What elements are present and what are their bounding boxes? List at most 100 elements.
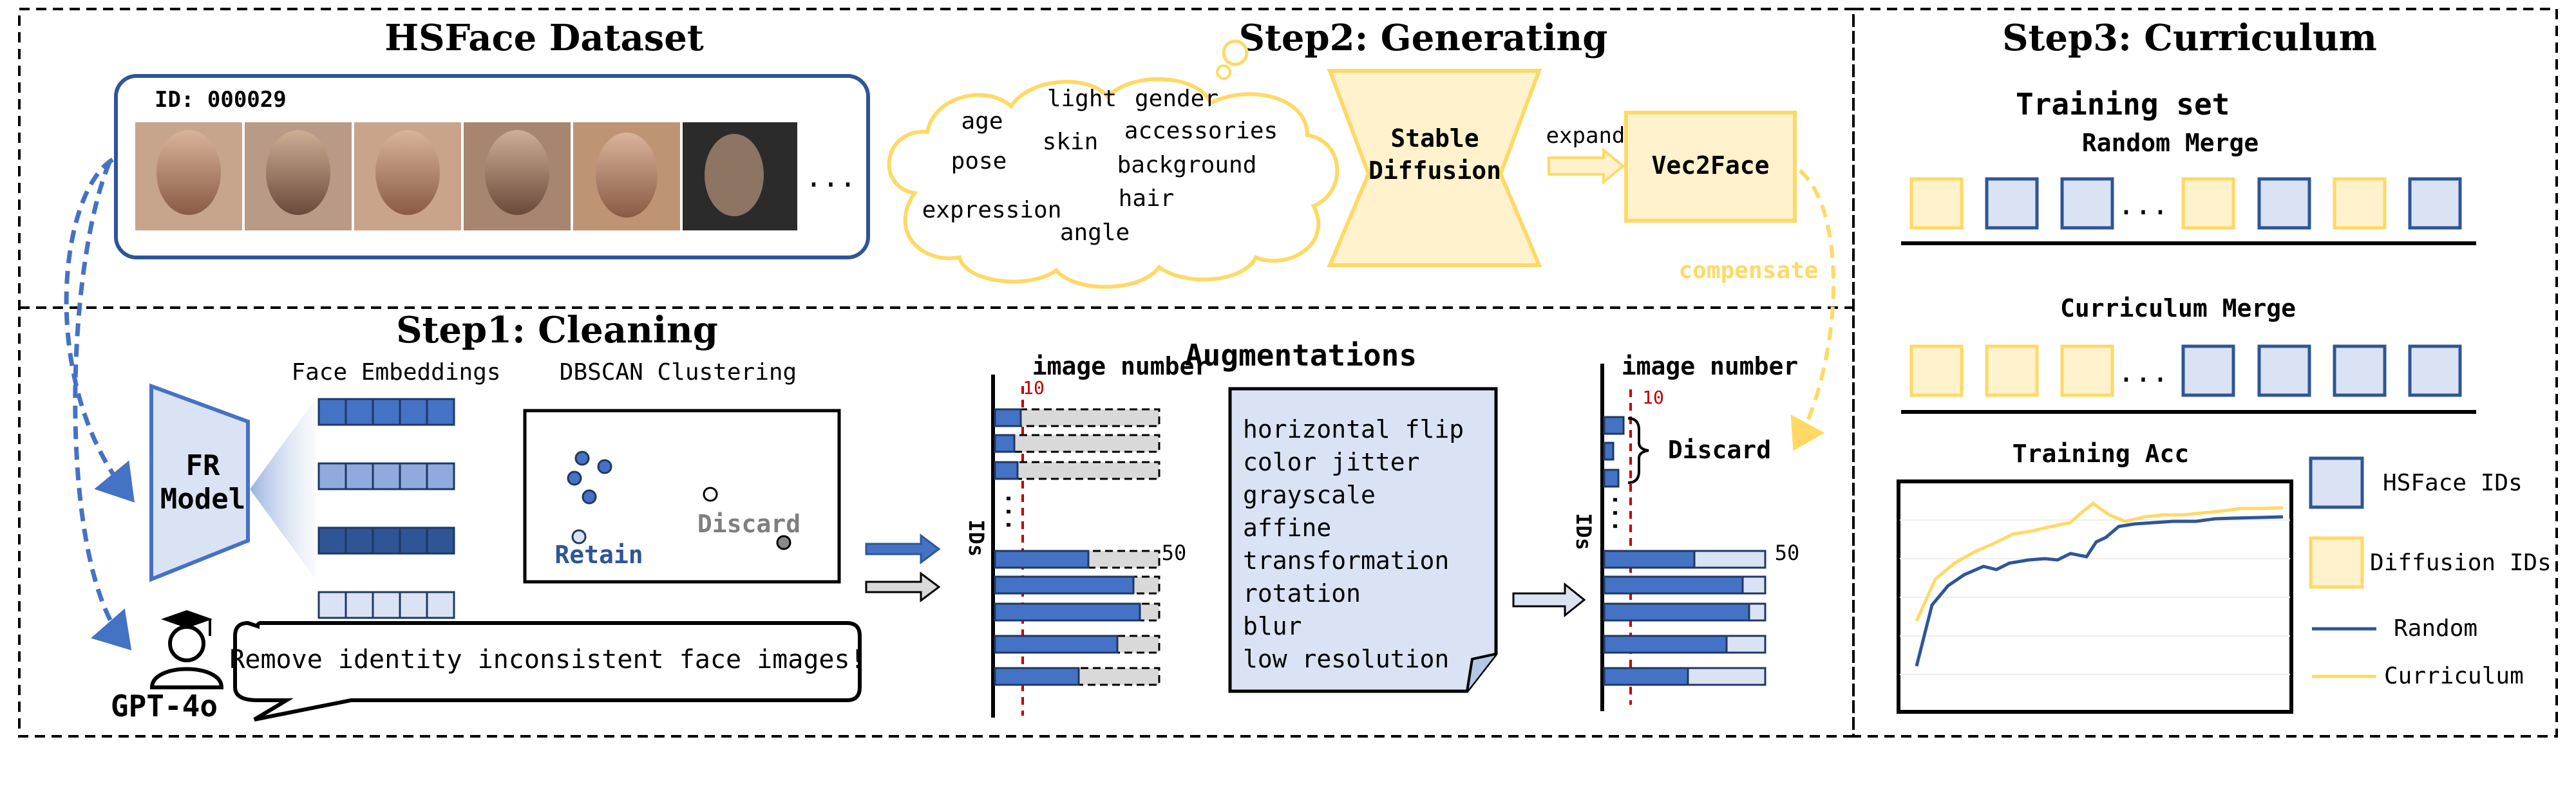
- right-chart-title: image number: [1622, 352, 1799, 380]
- augment-flow-arrow: [1512, 582, 1586, 618]
- training-acc-title: Training Acc: [2012, 440, 2190, 468]
- legend-hsface-label: HSFace IDs: [2383, 470, 2523, 496]
- gpt-icon: [149, 610, 224, 689]
- bar-fill: [1603, 550, 1696, 569]
- diffusion-id-block: [1909, 344, 1964, 397]
- discard-flow-arrow: [865, 572, 941, 602]
- vec2face-box: [1624, 111, 1797, 223]
- fr-model-label-2: Model: [160, 483, 245, 516]
- embedding-cell: [399, 591, 428, 619]
- stable-diffusion-label-1: Stable: [1390, 124, 1479, 153]
- aug-item-1: horizontal flip: [1243, 415, 1464, 443]
- prompt-text: Remove identity inconsistent face images…: [229, 645, 865, 675]
- curriculum-curve: [1915, 501, 2284, 622]
- dbscan-points: [567, 451, 791, 550]
- bar-fill: [994, 602, 1141, 622]
- dataset-id-label: ID: 000029: [155, 87, 287, 113]
- step3-panel-frame: [1852, 8, 2558, 738]
- aug-item-8: low resolution: [1243, 645, 1449, 673]
- embedding-cell: [399, 526, 428, 555]
- dbscan-box: [523, 409, 841, 584]
- bar-outline: [994, 408, 1160, 427]
- cloud-shape: [887, 77, 1340, 289]
- cloud-word-background: background: [1117, 152, 1257, 178]
- dataset-to-gpt-arrow: [73, 161, 132, 651]
- dataset-more-dots: ...: [805, 161, 856, 194]
- hsface-id-block: [1985, 177, 2039, 230]
- left-chart-bars: [994, 408, 1160, 686]
- embedding-fan: [250, 399, 316, 579]
- cloud-word-pose: pose: [951, 148, 1007, 174]
- legend-diffusion-label: Diffusion IDs: [2370, 550, 2552, 576]
- cloud-word-light: light: [1047, 86, 1117, 112]
- sequence-dots: ...: [2117, 356, 2168, 389]
- face-5: [596, 133, 658, 218]
- diffusion-id-block: [2181, 177, 2235, 230]
- outlier-point: [703, 487, 718, 502]
- bar-fill: [994, 635, 1119, 654]
- face-embeddings-title: Face Embeddings: [291, 359, 500, 386]
- cluster-point: [567, 470, 582, 486]
- hsface-id-block: [2257, 177, 2311, 230]
- aug-item-7: blur: [1243, 612, 1302, 640]
- retain-flow-arrow: [865, 534, 941, 564]
- curriculum-merge-label: Curriculum Merge: [2060, 294, 2296, 322]
- right-chart-dots: ...: [1607, 493, 1633, 532]
- embedding-cell: [345, 398, 374, 426]
- hsface-id-block: [2408, 177, 2462, 230]
- diffusion-id-block: [2060, 344, 2114, 397]
- aug-item-2: color jitter: [1243, 448, 1420, 476]
- embedding-cell: [426, 398, 455, 426]
- legend-random-label: Random: [2394, 615, 2477, 642]
- right-chart-ylabel: IDs: [1571, 513, 1596, 550]
- vec2face-label: Vec2Face: [1651, 151, 1769, 180]
- embedding-cell: [345, 591, 374, 619]
- dbscan-title: DBSCAN Clustering: [560, 359, 797, 386]
- cloud-word-expression: expression: [922, 197, 1062, 223]
- sequence-dots: ...: [2117, 189, 2168, 221]
- embedding-cell: [426, 462, 455, 490]
- cloud-bubble-large: [1222, 39, 1249, 66]
- bar-fill: [994, 408, 1022, 427]
- bar-fill: [1603, 416, 1625, 435]
- face-6: [705, 134, 764, 216]
- augmentations-page-fold: [1466, 653, 1497, 692]
- retain-label: Retain: [554, 541, 643, 569]
- hsface-id-block: [2408, 344, 2462, 397]
- embedding-cell: [317, 462, 347, 490]
- hsface-id-block: [2257, 344, 2311, 397]
- face-2: [266, 130, 330, 215]
- diffusion-id-block: [1909, 177, 1964, 230]
- cloud-word-age: age: [961, 108, 1003, 135]
- face-3: [375, 130, 440, 215]
- stable-diffusion-label-2: Diffusion: [1368, 156, 1501, 185]
- random-merge-sequence: ...: [1909, 177, 2462, 230]
- random-curve: [1915, 515, 2284, 667]
- prompt-speech-bubble: [233, 620, 862, 721]
- cluster-point: [574, 451, 590, 466]
- embedding-cell: [317, 398, 347, 426]
- embedding-cell: [317, 526, 347, 555]
- embedding-rows: [317, 398, 455, 619]
- legend-curriculum-label: Curriculum: [2384, 663, 2524, 689]
- face-4: [485, 130, 549, 215]
- right-discard-label: Discard: [1668, 436, 1771, 464]
- bar-outline: [994, 434, 1160, 453]
- bar-fill: [994, 461, 1019, 480]
- fr-model-block: [149, 383, 250, 582]
- embedding-cell: [372, 591, 401, 619]
- right-chart-bars: [1603, 416, 1766, 686]
- hsface-id-block: [2333, 344, 2387, 397]
- expand-arrow: [1548, 147, 1625, 185]
- gpt-body: [149, 667, 224, 689]
- embedding-cell: [399, 398, 428, 426]
- training-set-label: Training set: [2016, 87, 2230, 122]
- aug-item-5: transformation: [1243, 546, 1449, 575]
- bar-fill: [1603, 442, 1615, 461]
- compensate-label: compensate: [1679, 257, 1819, 284]
- embedding-cell: [372, 462, 401, 490]
- left-chart-dots: ...: [1001, 492, 1027, 531]
- right-threshold-label: 10: [1642, 387, 1664, 408]
- embedding-cell: [372, 398, 401, 426]
